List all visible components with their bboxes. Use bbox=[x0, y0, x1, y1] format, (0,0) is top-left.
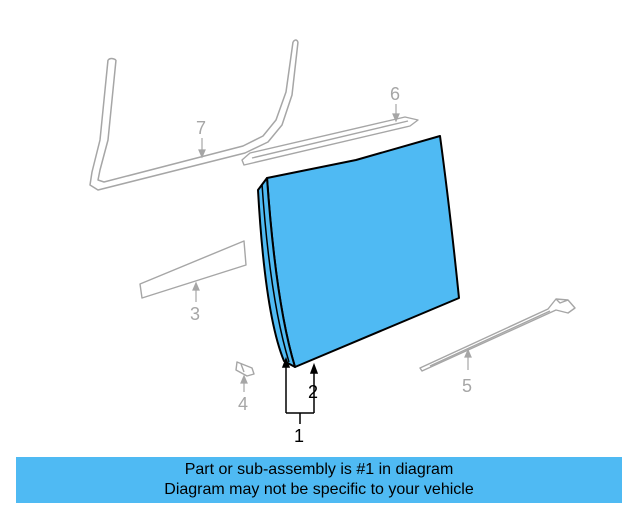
part-5-leader bbox=[464, 348, 472, 370]
info-banner: Part or sub-assembly is #1 in diagram Di… bbox=[16, 457, 622, 503]
part-5-rocker-strip bbox=[419, 298, 576, 372]
part-3-molding bbox=[139, 240, 247, 299]
part-7-leader bbox=[198, 138, 206, 159]
part-6-belt-molding bbox=[241, 116, 419, 166]
part-7-weatherstrip bbox=[89, 39, 299, 191]
part-4-leader bbox=[240, 374, 248, 392]
banner-line-1: Part or sub-assembly is #1 in diagram bbox=[184, 461, 454, 478]
door-edge-face bbox=[257, 177, 296, 368]
door-shell-highlighted bbox=[257, 135, 460, 368]
callout-6: 6 bbox=[390, 84, 400, 104]
callout-3: 3 bbox=[190, 304, 200, 324]
part-4-clip bbox=[235, 361, 255, 377]
banner-line-2: Diagram may not be specific to your vehi… bbox=[164, 481, 474, 498]
callout-5: 5 bbox=[462, 376, 472, 396]
door-outer-panel bbox=[266, 135, 460, 368]
callout-2: 2 bbox=[308, 382, 318, 402]
callout-4: 4 bbox=[238, 394, 248, 414]
callout-7: 7 bbox=[196, 118, 206, 138]
part-3-leader bbox=[192, 281, 200, 302]
callout-1: 1 bbox=[294, 426, 304, 446]
callout-1-2-leaders bbox=[281, 356, 319, 424]
part-6-leader bbox=[392, 104, 400, 123]
